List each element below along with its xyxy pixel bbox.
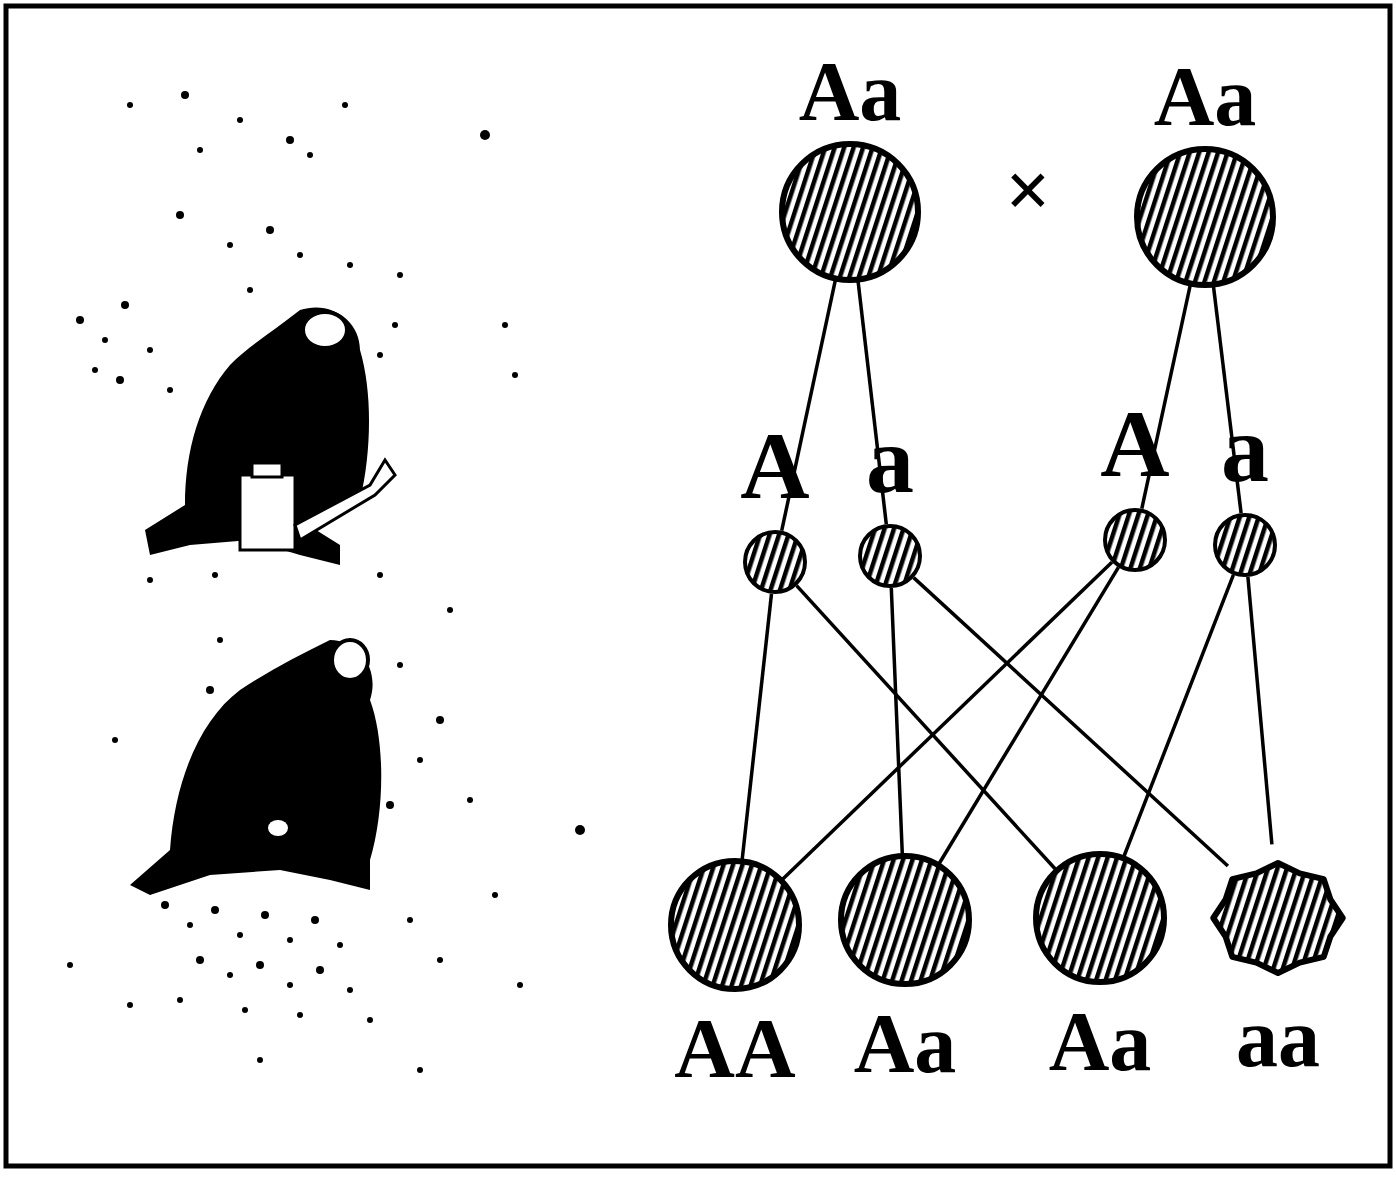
parent-cell: Aa <box>1133 55 1277 289</box>
inheritance-line <box>914 578 1228 866</box>
cell-shape <box>1133 145 1277 289</box>
parent-cell: Aa <box>778 50 922 284</box>
allele-label: A <box>740 418 809 514</box>
allele-label: Aa <box>799 50 902 134</box>
cell-shape <box>667 857 803 993</box>
offspring-cell: Aa <box>837 852 973 1086</box>
cell-shape <box>837 852 973 988</box>
offspring-cell: AA <box>667 857 803 1091</box>
allele-label: aa <box>1236 996 1320 1080</box>
gamete-cell: A <box>1100 396 1169 574</box>
cell-shape <box>1032 850 1168 986</box>
inheritance-line <box>1124 575 1234 857</box>
gardener-figure <box>145 307 395 565</box>
cell-shape <box>1208 842 1348 982</box>
inheritance-line <box>1248 577 1272 844</box>
cell-shape <box>1101 506 1169 574</box>
cell-shape <box>778 140 922 284</box>
cell-shape <box>1211 511 1279 579</box>
allele-label: Aa <box>854 1002 957 1086</box>
gardener-figure <box>130 640 381 895</box>
cell-shape <box>856 522 924 590</box>
gamete-cell: a <box>1211 401 1279 579</box>
offspring-cell: Aa <box>1032 850 1168 1084</box>
frame <box>6 6 1390 1166</box>
offspring-wrinkled: aa <box>1208 842 1348 1080</box>
allele-label: A <box>1100 396 1169 492</box>
cross-sign: × <box>1005 150 1051 230</box>
cell-shape <box>741 528 809 596</box>
allele-label: Aa <box>1049 1000 1152 1084</box>
inheritance-line <box>742 594 771 860</box>
seed-dots <box>67 91 585 1073</box>
inheritance-line <box>939 567 1118 863</box>
inheritance-line <box>783 562 1112 879</box>
gamete-cell: A <box>740 418 809 596</box>
gamete-cell: a <box>856 412 924 590</box>
allele-label: a <box>866 412 914 508</box>
allele-label: Aa <box>1154 55 1257 139</box>
inheritance-line <box>891 588 902 854</box>
allele-label: AA <box>674 1007 795 1091</box>
allele-label: a <box>1221 401 1269 497</box>
